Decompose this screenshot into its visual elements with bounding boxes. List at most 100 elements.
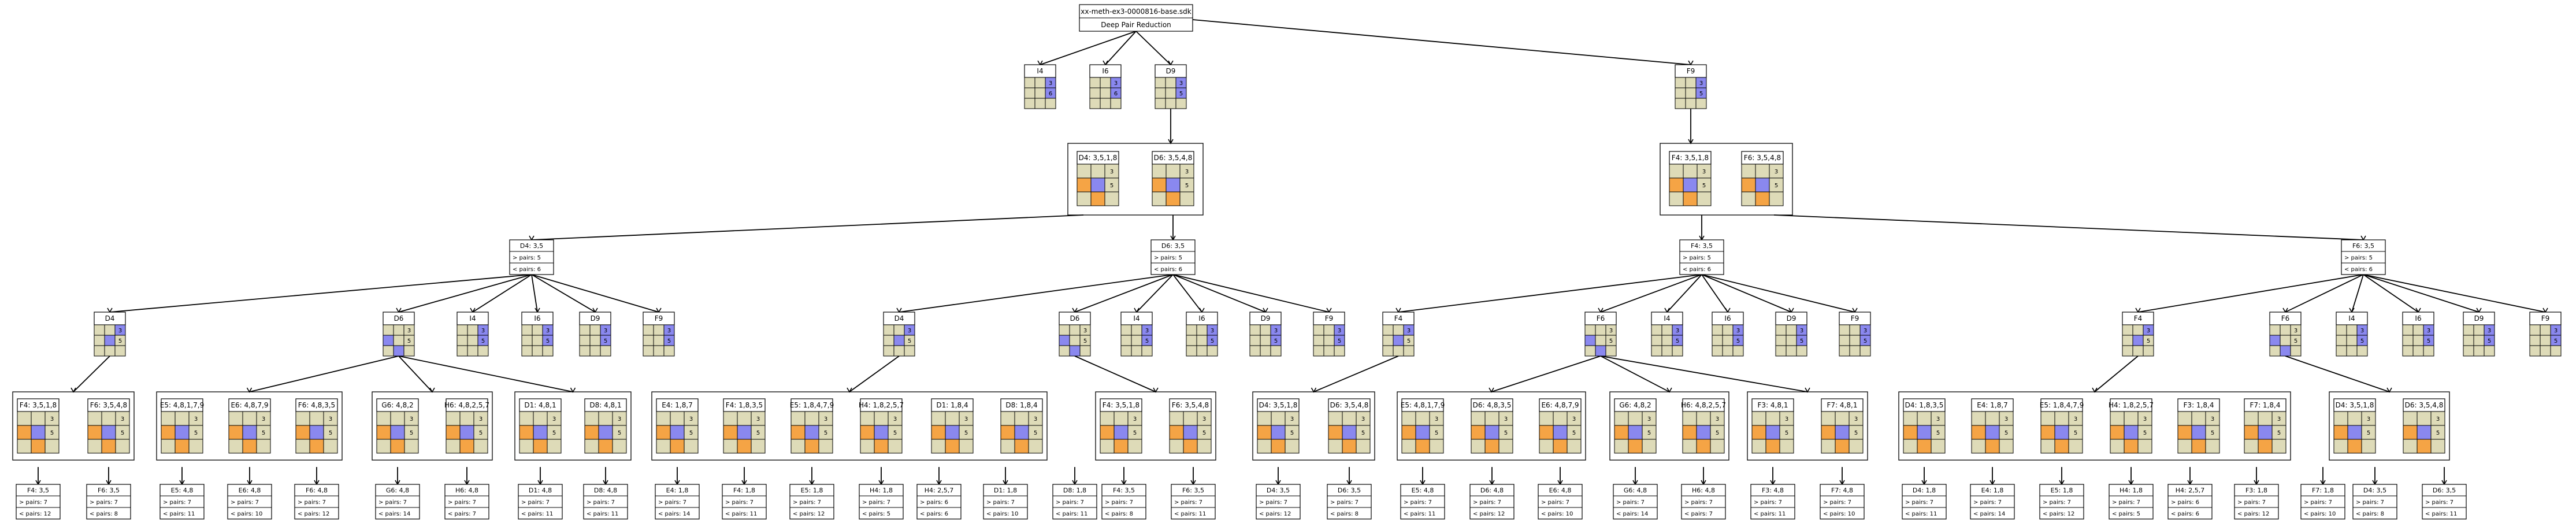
board-cell <box>390 411 405 426</box>
board-cell <box>579 345 591 357</box>
board-cell <box>1741 164 1756 179</box>
cell-digit: 5 <box>546 338 550 344</box>
board-cell <box>1595 335 1606 346</box>
board-cell <box>1110 98 1122 109</box>
board-cell <box>1196 345 1208 357</box>
cell-digit: 5 <box>262 430 265 436</box>
tree-edge <box>249 355 399 392</box>
board-cell <box>1260 335 1271 346</box>
board-node: E4: 1,8,735 <box>1971 398 2014 454</box>
board-cell <box>309 439 324 454</box>
board-node: D6: 3,5,4,835 <box>1152 151 1194 206</box>
pair-count-node: H4: 1,8> pairs: 7< pairs: 5 <box>859 484 904 520</box>
pair-label: E5: 4,8 <box>171 487 194 494</box>
pair-label: F3: 4,8 <box>1762 487 1784 494</box>
board-cell <box>1821 439 1836 454</box>
board-cell <box>904 345 915 357</box>
board-cell <box>2361 425 2376 440</box>
root-title: xx-meth-ex3-0000816-base.sdk <box>1081 8 1192 16</box>
board-cell <box>1415 439 1430 454</box>
cell-digit: 5 <box>2005 430 2008 436</box>
board-cell <box>1553 425 1568 440</box>
board-cell <box>519 425 534 440</box>
board-cell <box>1249 335 1261 346</box>
board-label: E6: 4,8,7,9 <box>231 401 268 409</box>
board-cell <box>1628 411 1643 426</box>
board-cell <box>2122 335 2133 346</box>
pair-count-node: D6: 4,8> pairs: 7< pairs: 12 <box>1469 484 1515 520</box>
edge-arrowhead <box>1725 307 1731 313</box>
pair-label: G6: 4,8 <box>1624 487 1647 494</box>
pair-count-node: E4: 1,8> pairs: 7< pairs: 14 <box>1970 484 2015 520</box>
board-cell <box>883 324 894 336</box>
tree-edge <box>398 274 532 313</box>
board-cell <box>1183 411 1198 426</box>
pair-label: F7: 4,8 <box>1831 487 1853 494</box>
board-label: D8: 1,8,4 <box>1005 401 1037 409</box>
cell-digit: 3 <box>824 416 827 422</box>
board-cell <box>1675 87 1686 99</box>
board-cell <box>1342 411 1357 426</box>
board-cell <box>1059 324 1070 336</box>
board-cell <box>1313 324 1324 336</box>
board-cell <box>1313 335 1324 346</box>
board-cell <box>1669 191 1684 206</box>
board-cell <box>295 439 310 454</box>
cell-digit: 3 <box>689 416 693 422</box>
pairs-greater: > pairs: 7 <box>1541 499 1569 506</box>
board-cell <box>2529 335 2541 346</box>
candidate-group-frame <box>1898 391 2291 461</box>
cell-digit: 5 <box>1407 338 1411 344</box>
board-label: H4: 1,8,2,5,7 <box>2109 401 2154 409</box>
board-label: D4 <box>894 314 904 323</box>
board-cell <box>1090 164 1105 179</box>
board-cell <box>643 324 654 336</box>
pairs-less: < pairs: 6 <box>2171 511 2199 517</box>
cell-digit: 5 <box>2427 338 2430 344</box>
board-label: H6: 4,8,2,5,7 <box>444 401 489 409</box>
cell-digit: 3 <box>1676 328 1679 334</box>
board-label: F6 <box>1597 314 1605 323</box>
pair-count-node: F4: 3,5> pairs: 5< pairs: 6 <box>1679 239 1724 275</box>
board-cell <box>1661 345 1673 357</box>
board-cell <box>1028 425 1043 440</box>
pair-count-box <box>655 484 700 520</box>
pair-label: H6: 4,8 <box>1692 487 1715 494</box>
board-cell <box>589 324 601 336</box>
board-cell <box>1669 164 1684 179</box>
cell-digit: 5 <box>1110 183 1113 189</box>
board-node: F7: 1,8,435 <box>2244 398 2287 454</box>
board-cell <box>1285 439 1300 454</box>
cell-digit: 3 <box>329 416 332 422</box>
board-cell <box>584 439 599 454</box>
board-cell <box>532 335 543 346</box>
pair-count-box <box>227 484 272 520</box>
pair-count-box <box>2300 484 2345 520</box>
board-cell <box>653 324 665 336</box>
board-cell <box>2132 335 2144 346</box>
board-cell <box>2417 425 2432 440</box>
board-node: F3: 4,8,135 <box>1751 398 1794 454</box>
cell-digit: 3 <box>1049 80 1052 87</box>
board-cell <box>1429 411 1444 426</box>
board-cell <box>446 425 461 440</box>
board-cell <box>1270 345 1282 357</box>
board-cell <box>1917 439 1932 454</box>
pair-count-node: F3: 4,8> pairs: 7< pairs: 11 <box>1750 484 1795 520</box>
board-cell <box>612 425 627 440</box>
board-cell <box>533 425 548 440</box>
board-cell <box>2269 345 2281 357</box>
board-node: H6: 4,8,2,5,735 <box>1681 398 1726 454</box>
board-cell <box>2430 439 2445 454</box>
pairs-less: < pairs: 11 <box>1905 511 1937 517</box>
board-cell <box>2540 324 2551 336</box>
board-cell <box>2333 439 2348 454</box>
board-cell <box>1539 439 1554 454</box>
board-cell <box>2110 411 2125 426</box>
board-cell <box>1999 425 2014 440</box>
pairs-greater: > pairs: 7 <box>90 499 118 506</box>
